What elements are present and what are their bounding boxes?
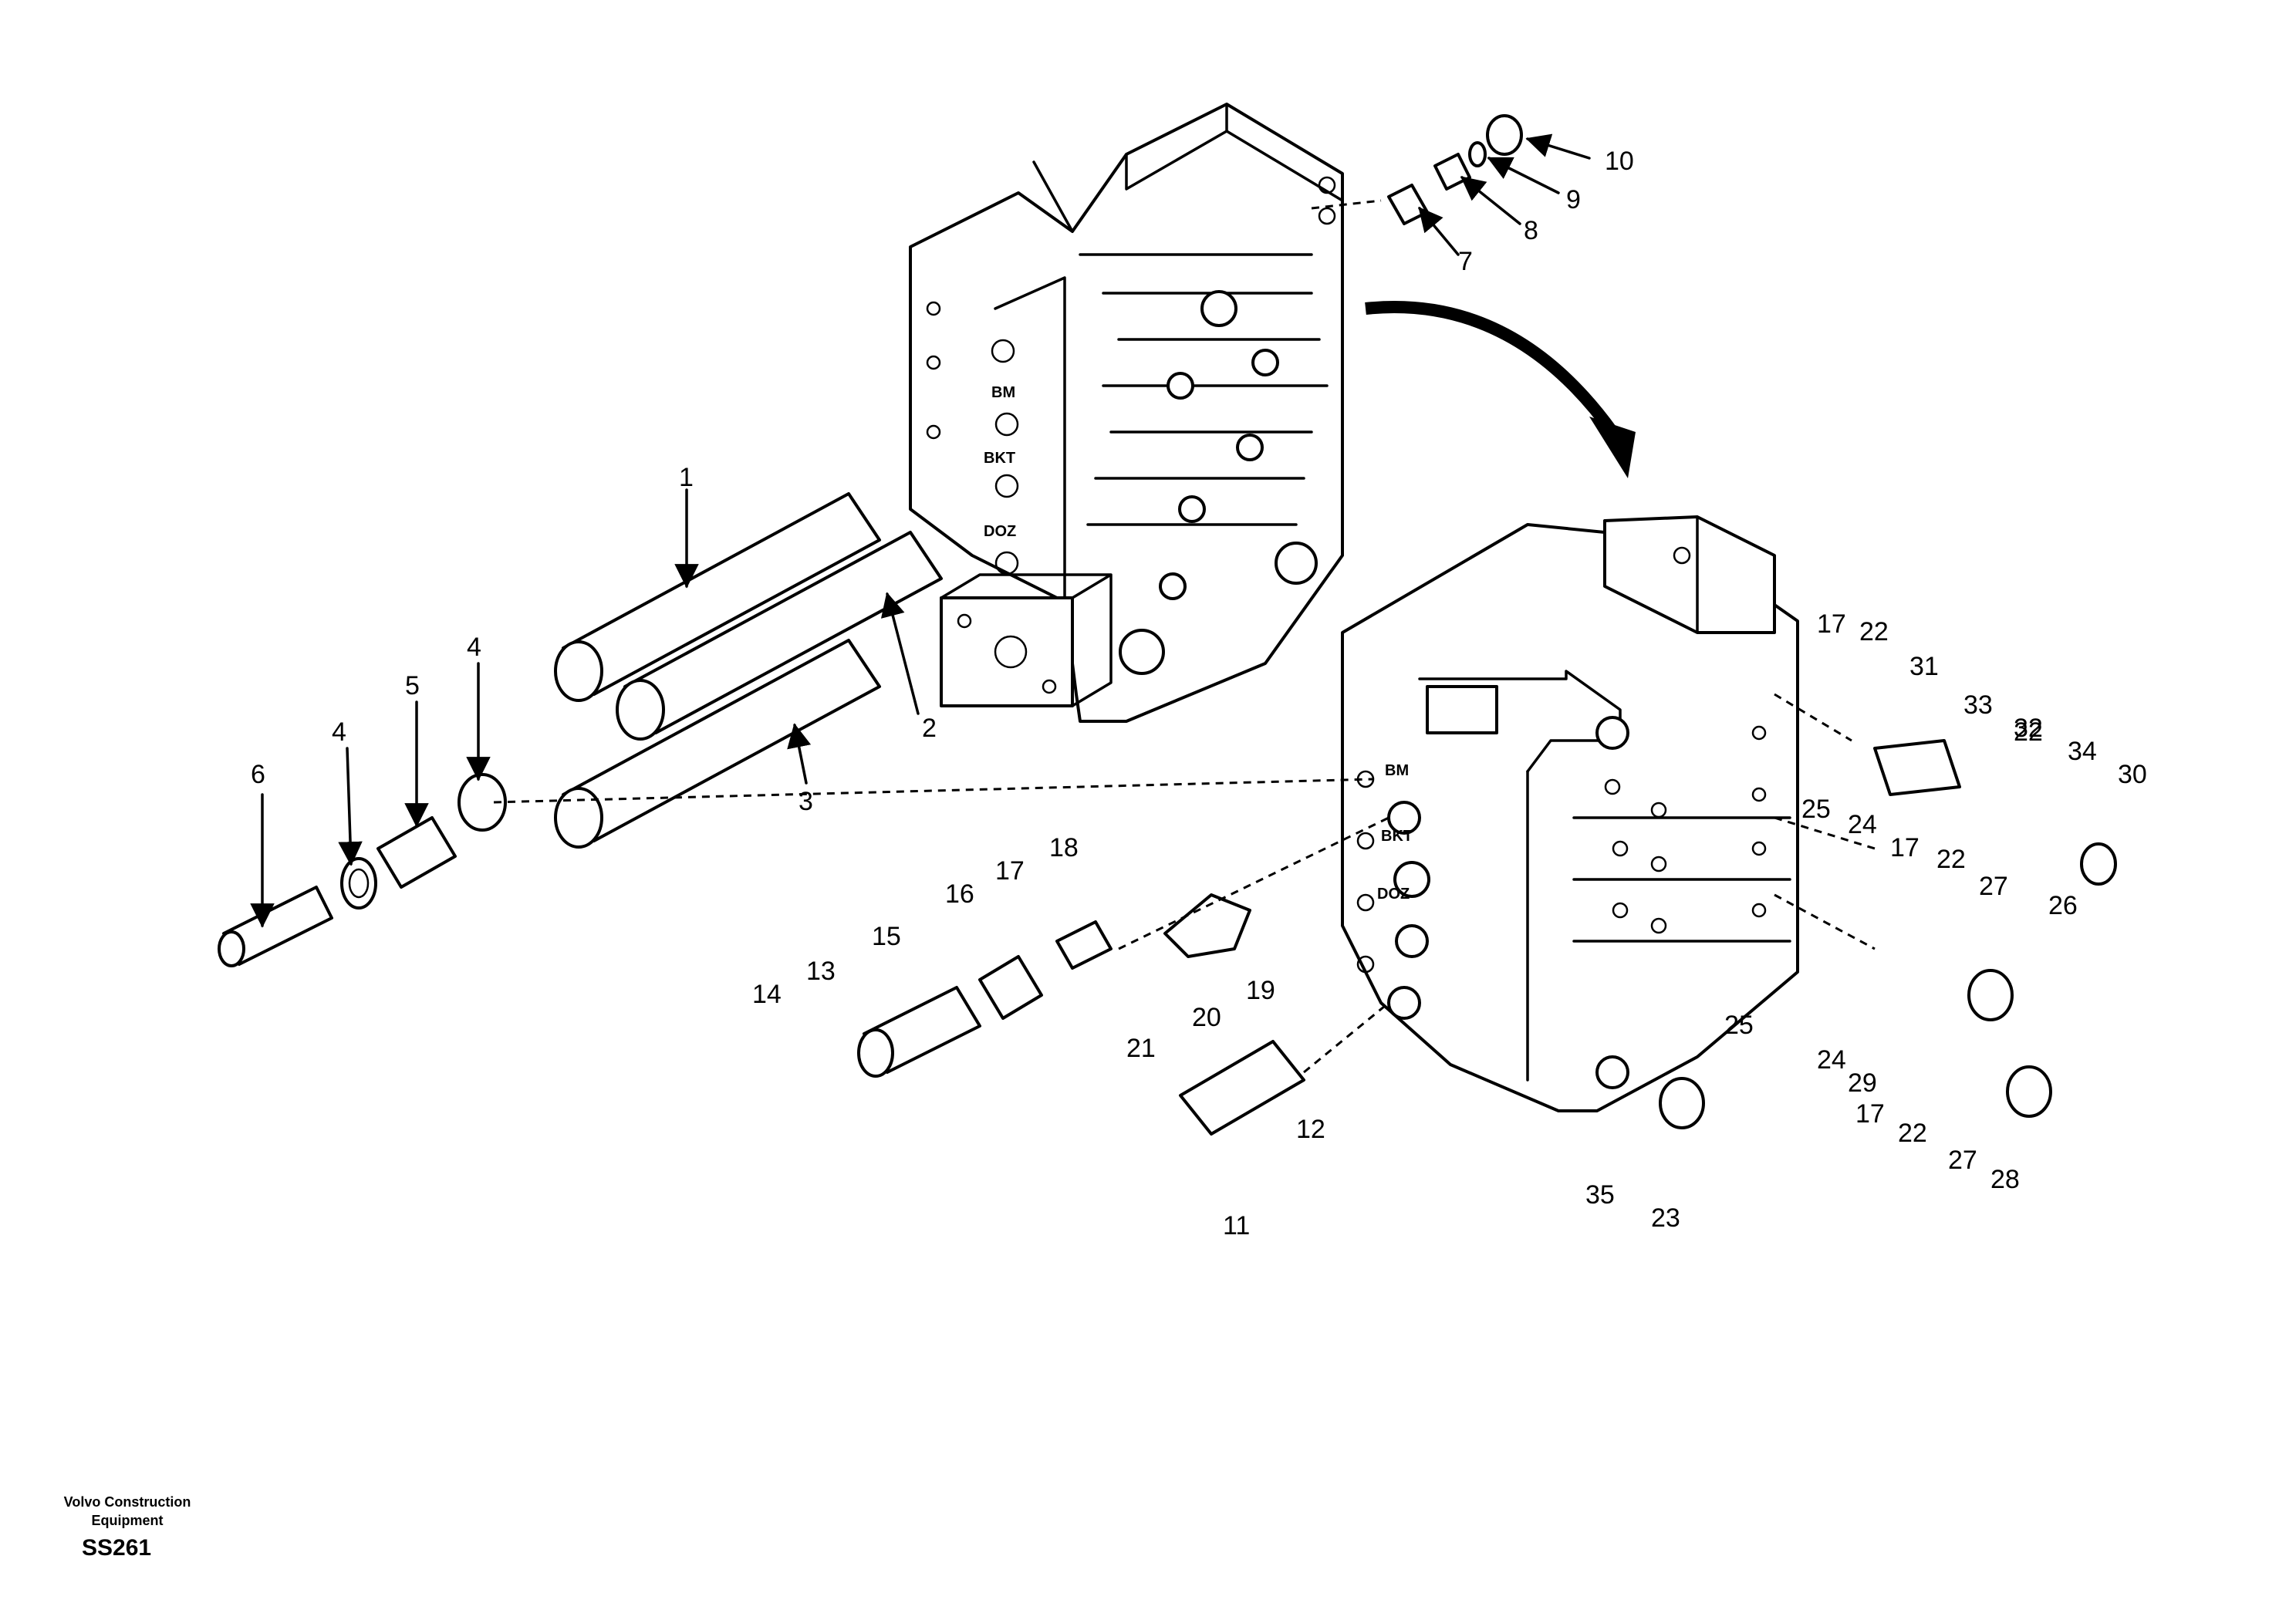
callout-2: 2	[922, 714, 937, 743]
callout-24a: 24	[1848, 810, 1877, 839]
part-18	[1055, 920, 1113, 970]
callout-32: 32	[2014, 714, 2043, 743]
port-labels: BM BKT DOZ BM BKT DOZ	[984, 384, 1413, 903]
callout-29: 29	[1848, 1068, 1877, 1098]
callout-17b: 17	[1817, 609, 1846, 639]
spool-3	[554, 639, 881, 849]
callout-numbers: 1 2 3 4 4 5 6 7 8 9 10 11 12 13 14 15 16…	[251, 147, 2147, 1240]
callout-11: 11	[1223, 1211, 1250, 1240]
callout-22a: 22	[1859, 617, 1889, 646]
callout-23: 23	[1651, 1203, 1680, 1233]
callout-14: 14	[752, 980, 782, 1009]
part-20-flange	[1163, 893, 1251, 958]
callout-26: 26	[2048, 891, 2078, 920]
callout-10: 10	[1605, 147, 1634, 176]
callout-4b: 4	[332, 717, 346, 747]
callout-22b: 22	[1936, 845, 1966, 874]
company-line-1: Volvo Construction	[63, 1494, 191, 1510]
callout-3: 3	[799, 787, 813, 816]
part-16-spring	[978, 955, 1043, 1020]
callout-31: 31	[1909, 652, 1939, 681]
callout-28: 28	[1990, 1165, 2020, 1194]
callout-34: 34	[2068, 737, 2097, 766]
leader-lines	[250, 133, 1591, 928]
lower-valve-block	[1341, 515, 1799, 1112]
callout-17a: 17	[995, 856, 1025, 886]
drawing-code: SS261	[82, 1535, 152, 1561]
callout-9: 9	[1566, 185, 1581, 214]
part-9-oring	[1468, 141, 1487, 167]
callout-17c: 17	[1890, 833, 1920, 862]
callout-1: 1	[679, 463, 694, 492]
callout-22c: 22	[1898, 1119, 1927, 1148]
callout-25a: 25	[1801, 795, 1831, 824]
callout-16: 16	[945, 879, 974, 909]
callout-27b: 27	[1948, 1146, 1977, 1175]
part-washer-4a	[340, 857, 377, 910]
callout-5: 5	[405, 671, 420, 700]
port-label-doz-lower: DOZ	[1377, 886, 1410, 903]
port-label-bkt-lower: BKT	[1381, 828, 1413, 845]
part-31	[1873, 739, 1961, 796]
callout-20: 20	[1192, 1003, 1221, 1032]
part-pin-6	[218, 886, 333, 967]
callout-12: 12	[1296, 1115, 1325, 1144]
callout-6: 6	[251, 760, 265, 789]
callout-35: 35	[1585, 1180, 1615, 1210]
callout-4a: 4	[467, 633, 481, 662]
callout-27a: 27	[1979, 872, 2008, 901]
upper-valve-block	[909, 103, 1344, 723]
spool-2	[616, 531, 943, 741]
spool-1	[554, 492, 881, 702]
part-26	[1967, 969, 2014, 1021]
port-label-bm: BM	[991, 384, 1015, 401]
part-spring-5	[376, 816, 457, 889]
callout-30: 30	[2118, 760, 2147, 789]
assembly-lines	[493, 199, 1876, 1074]
callout-18: 18	[1049, 833, 1079, 862]
callout-7: 7	[1458, 247, 1473, 276]
part-11-valve	[1179, 1040, 1305, 1136]
callout-25b: 25	[1724, 1011, 1754, 1040]
port-label-doz: DOZ	[984, 523, 1016, 540]
callout-22d: 22	[2014, 717, 2043, 747]
callout-21: 21	[1126, 1034, 1156, 1063]
callout-13: 13	[806, 957, 836, 986]
callout-19: 19	[1246, 976, 1275, 1005]
callout-17d: 17	[1855, 1099, 1885, 1129]
part-23-plug	[1659, 1077, 1705, 1129]
port-label-bm-lower: BM	[1385, 762, 1409, 779]
callout-24b: 24	[1817, 1045, 1846, 1075]
rotation-arrow	[1365, 301, 1636, 478]
callout-15: 15	[872, 922, 901, 951]
part-15	[857, 986, 981, 1078]
part-28	[2006, 1065, 2052, 1118]
callout-33: 33	[1963, 690, 1993, 720]
part-7	[1387, 184, 1429, 225]
part-8-spring	[1433, 153, 1471, 191]
port-label-bkt: BKT	[984, 450, 1015, 467]
part-30	[2080, 842, 2117, 886]
callout-8: 8	[1524, 216, 1538, 245]
company-name: Volvo Construction Equipment	[31, 1493, 224, 1530]
company-line-2: Equipment	[91, 1513, 164, 1528]
part-10-plug	[1486, 114, 1523, 156]
